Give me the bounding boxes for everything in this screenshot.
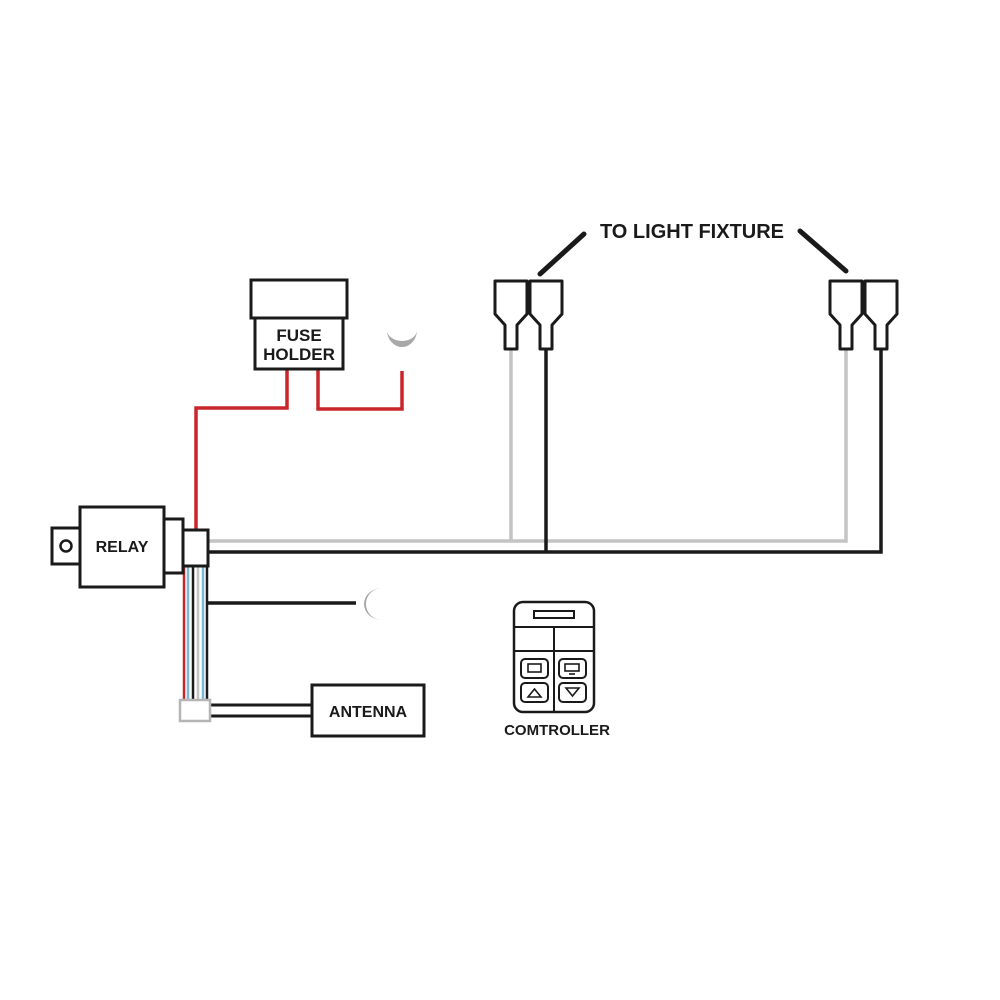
up-arrow-icon[interactable] [520,682,549,703]
black-wire-main [208,349,883,554]
fuse-holder: FUSE HOLDER [249,278,349,371]
relay: RELAY [50,505,185,589]
light-fixture-label: TO LIGHT FIXTURE [600,221,784,243]
rectangle-button-icon[interactable] [520,658,549,679]
antenna-box: ANTENNA [310,683,426,738]
red-wires [194,369,404,530]
spade-connector [493,279,529,351]
screen-button-icon[interactable] [558,658,587,679]
ring-terminal-icon [364,588,382,620]
harness-connector [178,698,212,723]
fuse-to-relay-wire [194,369,289,530]
fuse-to-ring-wire [316,369,404,411]
harness-wires [182,566,209,700]
black-wires [208,349,883,554]
spade-connector [863,279,899,351]
relay-connector [181,528,210,568]
antenna-label: ANTENNA [329,704,408,721]
antenna-wires [210,703,312,718]
light-fixture-leaders [537,228,849,277]
remote-controller [512,600,596,714]
controller-label: COMTROLLER [504,722,610,739]
spade-connector [828,279,864,351]
gray-wires [208,349,848,543]
fuse-holder-label-line1: FUSE [276,326,321,345]
fuse-holder-label-line2: HOLDER [263,345,335,364]
spade-connector [528,279,564,351]
ring-terminal-icon [387,330,417,347]
gray-wire-main [208,349,848,543]
down-arrow-icon[interactable] [558,682,587,703]
controller-display [533,610,575,619]
relay-label: RELAY [96,539,149,556]
light-fixture-connectors [493,279,899,351]
